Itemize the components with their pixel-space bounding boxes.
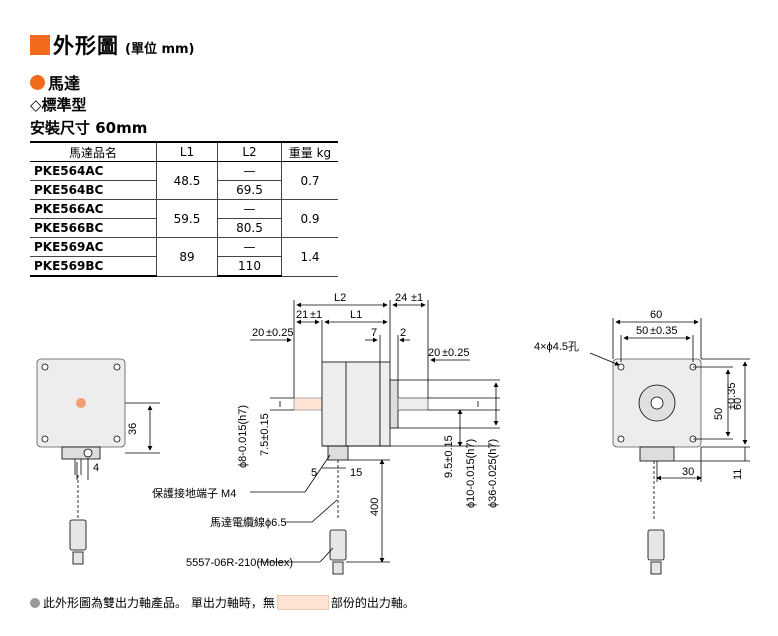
orange-square-icon [30, 35, 50, 55]
tol-50-v: ±0.35 [726, 383, 738, 410]
dim-phi36: ϕ36-0.025(h7) [487, 439, 499, 508]
table-row: PKE564BC 69.5 [30, 180, 338, 200]
tol-20-right: ±0.25 [442, 347, 469, 359]
tol-50: ±0.35 [650, 325, 677, 337]
l2-cell: 69.5 [217, 180, 282, 200]
dim-21: 21 [296, 309, 308, 321]
rear-shaft-swatch [276, 595, 329, 610]
page-title: 外形圖 [53, 34, 119, 58]
size-heading: 安裝尺寸 60mm [30, 119, 148, 137]
dim-30: 30 [682, 466, 694, 478]
motor-label: 馬達 [48, 74, 81, 93]
dim-7-5: 7.5±0.15 [259, 413, 271, 456]
unit-label: (單位 mm) [125, 41, 195, 57]
holes-label: 4×ϕ4.5孔 [534, 340, 579, 353]
connector-label: 5557-06R-210(Molex) [186, 557, 293, 569]
grey-dot-icon [30, 597, 40, 608]
shaft-end-icon [76, 398, 86, 408]
col-weight: 重量 kg [281, 141, 338, 162]
dim-l2: L2 [334, 292, 346, 304]
header: 外形圖 (單位 mm) [30, 30, 195, 60]
left-view [36, 358, 160, 565]
tol-24: ±1 [411, 292, 423, 304]
l1-cell: 89 [156, 237, 218, 277]
dim-20-left: 20 [252, 327, 264, 339]
footnote-text: 此外形圖為雙出力軸產品。 單出力軸時，無 [43, 596, 275, 610]
side-view [250, 300, 500, 575]
footnote: 此外形圖為雙出力軸產品。 單出力軸時，無 部份的出力軸。 [30, 594, 415, 611]
table-row: PKE569BC 110 [30, 256, 338, 277]
weight-cell: 1.4 [281, 237, 338, 277]
table-row: PKE564AC 48.5 — 0.7 [30, 161, 338, 200]
table-row: PKE566BC 80.5 [30, 218, 338, 238]
table-row: PKE566AC 59.5 — 0.9 [30, 199, 338, 238]
dim-24: 24 [395, 292, 407, 304]
l2-cell: — [217, 237, 282, 257]
dim-50-v: 50 [713, 408, 725, 420]
right-view [589, 318, 750, 575]
orange-dot-icon [30, 74, 45, 90]
l2-cell: 110 [217, 256, 282, 277]
ground-terminal-label: 保護接地端子 M4 [152, 486, 236, 500]
dim-l1: L1 [350, 309, 362, 321]
dim-60-v: 60 [732, 398, 744, 410]
dim-phi10: ϕ10-0.015(h7) [465, 439, 477, 508]
dim-5: 5 [311, 467, 317, 479]
model-cell: PKE569BC [30, 256, 157, 277]
dim-4: 4 [93, 462, 99, 474]
rear-shaft [293, 397, 323, 411]
dim-60: 60 [650, 309, 662, 321]
footnote-text-end: 部份的出力軸。 [330, 596, 415, 610]
dim-11: 11 [732, 469, 744, 480]
tol-21: ±1 [310, 309, 322, 321]
dim-7: 7 [371, 327, 377, 339]
tol-20-left: ±0.25 [266, 327, 293, 339]
type-heading: ◇標準型 [30, 96, 87, 114]
dim-50: 50 [636, 325, 648, 337]
motor-heading: 馬達 [30, 70, 80, 94]
model-cell: PKE569AC [30, 237, 157, 257]
dim-shaft-rear: ϕ8-0.015(h7) [237, 405, 249, 468]
cable-label: 馬達電纜線ϕ6.5 [210, 515, 286, 529]
dim-36: 36 [127, 423, 139, 435]
model-cell: PKE564BC [30, 180, 157, 200]
weight-cell: 0.9 [281, 199, 338, 238]
model-cell: PKE564AC [30, 161, 157, 181]
dim-9-5: 9.5±0.15 [443, 435, 455, 478]
dim-2: 2 [400, 327, 406, 339]
l1-cell: 59.5 [156, 199, 218, 238]
table-row: PKE569AC 89 — 1.4 [30, 237, 338, 277]
dim-400: 400 [369, 498, 381, 516]
spec-table: 馬達品名 L1 L2 重量 kg PKE564AC 48.5 — 0.7 PKE… [30, 141, 338, 277]
l1-cell: 48.5 [156, 161, 218, 200]
dim-20-right: 20 [428, 347, 440, 359]
dim-15: 15 [350, 467, 362, 479]
